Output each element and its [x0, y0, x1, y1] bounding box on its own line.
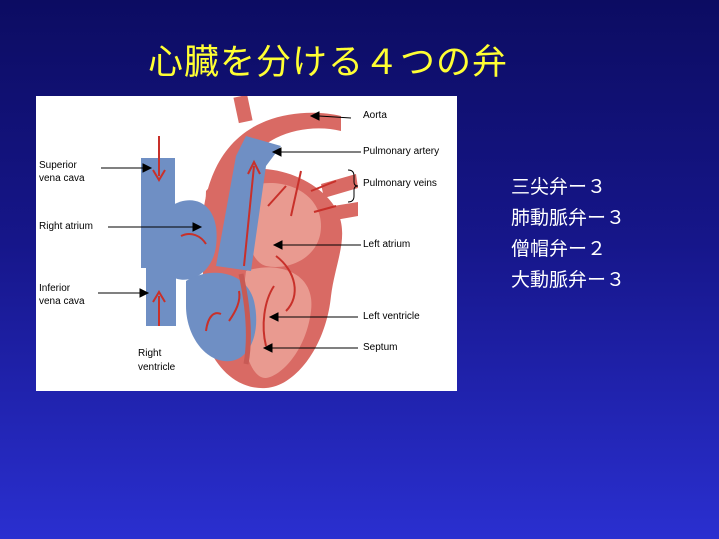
valve-item-aortic: 大動脈弁ー３: [511, 269, 626, 291]
flow-arrow: [152, 169, 166, 182]
label-superior-vena-cava-line1: Superior: [39, 160, 77, 171]
label-septum: Septum: [363, 342, 398, 353]
flow-arrow: [205, 312, 222, 332]
leader-aorta: [318, 115, 352, 119]
flow-arrow: [247, 159, 261, 175]
superior-vena-cava: [141, 158, 175, 268]
label-right-ventricle-line1: Right: [138, 348, 162, 359]
label-pulmonary-veins: Pulmonary veins: [363, 178, 437, 189]
label-left-ventricle: Left ventricle: [363, 311, 420, 322]
blood-flow-arrows: [152, 136, 337, 347]
flow-arrow: [243, 165, 255, 267]
arrowhead: [272, 240, 283, 250]
flow-arrow: [290, 170, 302, 217]
label-leader-arrows: [98, 111, 361, 353]
arrowhead: [262, 343, 273, 353]
flow-arrow: [262, 285, 275, 347]
label-pulmonary-artery: Pulmonary artery: [363, 146, 440, 157]
label-right-ventricle-line2: ventricle: [138, 362, 176, 373]
flow-arrow: [275, 255, 296, 312]
pulmonary-veins-brace: [347, 169, 359, 203]
heart-illustration: [98, 96, 361, 389]
flow-arrow: [152, 290, 166, 303]
left-atrium-chamber: [246, 182, 321, 267]
label-inferior-vena-cava-line2: vena cava: [39, 296, 85, 307]
label-left-atrium: Left atrium: [363, 239, 411, 250]
arrowhead: [309, 111, 320, 121]
label-right-atrium: Right atrium: [39, 221, 93, 232]
valve-item-tricuspid: 三尖弁ー３: [511, 176, 607, 198]
valve-list: 三尖弁ー３ 肺動脈弁ー３ 僧帽弁ー２ 大動脈弁ー３: [511, 172, 625, 296]
arrowhead: [268, 312, 279, 322]
arrowhead: [271, 147, 282, 157]
arrowhead: [192, 222, 203, 232]
valve-item-mitral: 僧帽弁ー２: [511, 238, 607, 260]
right-atrium-chamber: [171, 200, 217, 280]
heart-diagram: Aorta Pulmonary artery Pulmonary veins S…: [36, 96, 457, 391]
label-inferior-vena-cava-line1: Inferior: [39, 283, 71, 294]
flow-arrow: [180, 233, 207, 245]
flow-arrow: [228, 290, 241, 322]
valve-item-pulmonary: 肺動脈弁ー３: [511, 207, 626, 229]
arrowhead: [139, 288, 150, 298]
arrowhead: [142, 163, 153, 173]
flow-arrow: [310, 180, 337, 192]
slide-title: 心臓を分ける４つの弁: [147, 43, 508, 83]
aorta-vessel: [201, 112, 341, 246]
label-aorta: Aorta: [363, 110, 387, 121]
aorta-top-branch: [233, 96, 253, 124]
septum-wall: [238, 273, 251, 365]
pulmonary-vein-upper: [321, 174, 358, 198]
flow-arrow: [267, 185, 287, 207]
pulmonary-artery-vessel: [216, 136, 281, 271]
label-superior-vena-cava-line2: vena cava: [39, 173, 85, 184]
flow-arrow: [313, 205, 337, 213]
